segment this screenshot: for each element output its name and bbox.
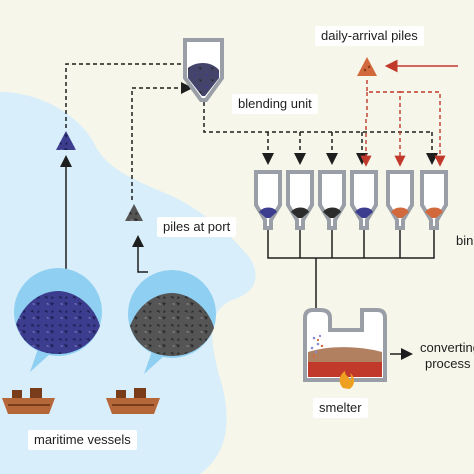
bin-3: [318, 170, 346, 230]
navy-vessel-cargo-bubble: [14, 268, 102, 372]
flow-port-pile-to-blending: [65, 63, 196, 128]
dark-vessel-cargo-bubble: [128, 270, 216, 374]
bins-label: bin: [456, 233, 474, 248]
bin-5: [386, 170, 414, 230]
piles-at-port-label: piles at port: [157, 217, 237, 237]
converting-process-label-line2: process: [425, 356, 471, 371]
bin-4: [350, 170, 378, 230]
flow-dark-vessel-to-pile: [132, 235, 148, 273]
blending-unit-silo: [183, 38, 224, 102]
navy-vessel-ship-icon: [2, 388, 55, 414]
sea-area: [0, 92, 256, 474]
daily-arrival-pile: [357, 57, 377, 76]
smelter-label: smelter: [313, 398, 368, 418]
daily-arrival-piles-label: daily-arrival piles: [315, 26, 424, 46]
flow-bins-to-smelter: [267, 230, 435, 329]
flow-daily-to-bins: [360, 80, 446, 167]
flame-icon: [339, 371, 355, 389]
converting-process-label: converting: [420, 340, 474, 355]
bin-1: [254, 170, 282, 230]
flow-piles-at-port-to-blending: [131, 82, 193, 200]
flow-blending-to-bins-trunk: [203, 102, 432, 133]
bin-6: [420, 170, 448, 230]
blending-unit-label: blending unit: [232, 94, 318, 114]
bin-2: [286, 170, 314, 230]
flow-blending-to-bins-drops: [262, 132, 438, 165]
dark-vessel-ship-icon: [106, 388, 160, 414]
maritime-vessels-label: maritime vessels: [28, 430, 137, 450]
dark-ore-pile: [125, 204, 143, 221]
navy-ore-pile: [56, 131, 76, 150]
smelter-furnace: [303, 308, 387, 389]
